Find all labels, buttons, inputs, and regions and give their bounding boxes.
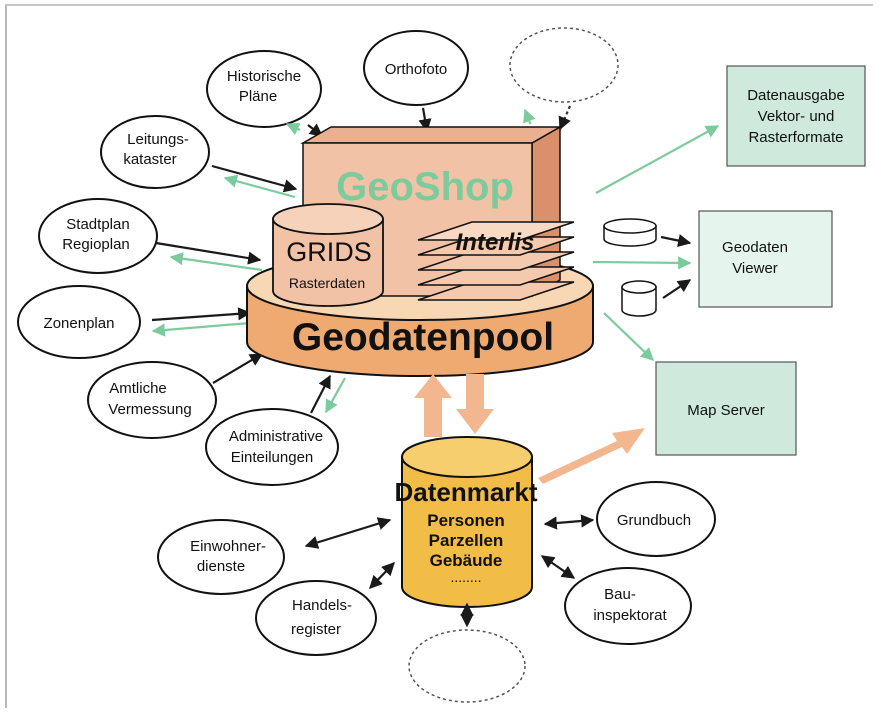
frame-border — [5, 4, 873, 708]
arrows-orange — [414, 374, 645, 484]
zonenplan-label: Zonenplan — [44, 315, 115, 332]
source-stadtplan-regioplan: Stadtplan Regioplan — [38, 198, 158, 274]
datenmarkt-line-1: Personen — [427, 511, 504, 530]
client-handelsregister: Handels- register — [255, 580, 377, 656]
source-administrative-einteilungen: Administrative Einteilungen — [205, 408, 339, 486]
datenmarkt-ellipsis: ........ — [450, 569, 481, 585]
administrative-line-1: Administrative — [229, 428, 323, 445]
client-grundbuch: Grundbuch — [596, 481, 716, 557]
rasterdaten-label: Rasterdaten — [289, 275, 365, 291]
amtliche-line-1: Amtliche — [109, 380, 167, 397]
datenmarkt-title: Datenmarkt — [394, 477, 537, 507]
viewer-line-1: Geodaten — [722, 239, 788, 256]
leitungs-line-1: Leitungs- — [127, 131, 189, 148]
grundbuch-label: Grundbuch — [617, 512, 691, 529]
output-geodaten-viewer: Geodaten Viewer — [698, 210, 833, 308]
administrative-line-2: Einteilungen — [231, 449, 314, 466]
datenmarkt-cylinder: Datenmarkt Personen Parzellen Gebäude ..… — [394, 436, 538, 608]
stadtplan-line-2: Regioplan — [62, 236, 130, 253]
placeholder-ellipse-top — [509, 27, 619, 103]
stadtplan-line-1: Stadtplan — [66, 216, 129, 233]
client-cylinder-2 — [621, 280, 657, 317]
interlis-label: Interlis — [456, 229, 535, 256]
leitungs-line-2: kataster — [123, 151, 176, 168]
bau-line-2: inspektorat — [593, 607, 667, 624]
datenmarkt-line-2: Parzellen — [429, 531, 504, 550]
source-orthofoto: Orthofoto — [363, 30, 469, 106]
datenausgabe-line-1: Datenausgabe — [747, 87, 845, 104]
amtliche-line-2: Vermessung — [108, 401, 191, 418]
bau-line-1: Bau- — [604, 586, 636, 603]
datenausgabe-line-3: Rasterformate — [748, 129, 843, 146]
client-cylinder-1 — [603, 218, 657, 247]
output-map-server: Map Server — [655, 361, 797, 456]
placeholder-ellipse-bottom — [408, 629, 526, 703]
handels-line-1: Handels- — [292, 597, 352, 614]
datenausgabe-line-2: Vektor- und — [758, 108, 835, 125]
datenmarkt-line-3: Gebäude — [430, 551, 503, 570]
einwohner-line-2: dienste — [197, 558, 245, 575]
source-leitungskataster: Leitungs- kataster — [100, 115, 210, 189]
geoshop-title: GeoShop — [336, 165, 514, 209]
arrows-sources — [151, 105, 572, 414]
geodatenpool-label: Geodatenpool — [292, 316, 554, 359]
einwohner-line-1: Einwohner- — [190, 538, 266, 555]
arrows-outputs — [592, 125, 720, 361]
interlis-layers: Interlis — [417, 221, 575, 301]
map-server-label: Map Server — [687, 402, 765, 419]
historische-line-1: Historische — [227, 68, 301, 85]
handels-line-2: register — [291, 621, 341, 638]
viewer-line-2: Viewer — [732, 260, 778, 277]
output-datenausgabe: Datenausgabe Vektor- und Rasterformate — [726, 65, 866, 167]
arrows-clients — [304, 514, 595, 628]
client-einwohnerdienste: Einwohner- dienste — [157, 519, 285, 595]
source-historische-plaene: Historische Pläne — [206, 50, 322, 128]
client-bauinspektorat: Bau- inspektorat — [564, 567, 692, 645]
grids-label: GRIDS — [286, 237, 372, 267]
orthofoto-label: Orthofoto — [385, 61, 448, 78]
source-amtliche-vermessung: Amtliche Vermessung — [87, 361, 217, 439]
historische-line-2: Pläne — [239, 88, 277, 105]
grids-cylinder: GRIDS Rasterdaten — [272, 203, 384, 307]
source-zonenplan: Zonenplan — [17, 285, 141, 359]
